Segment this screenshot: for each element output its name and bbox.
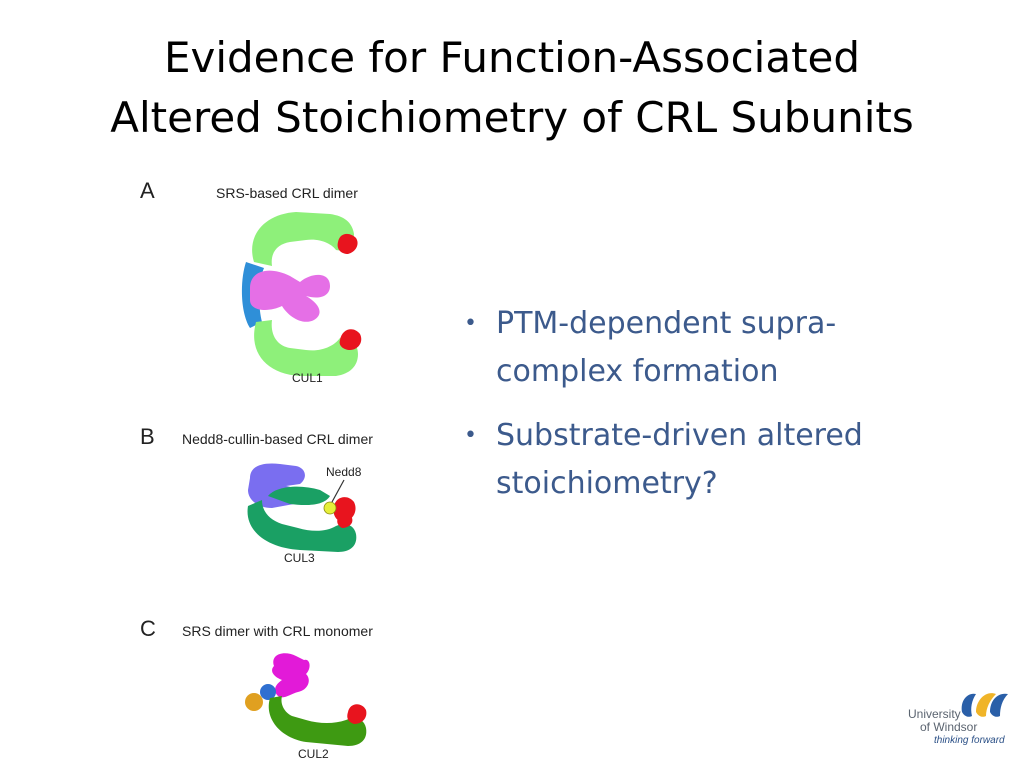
bullet-text-line: Substrate-driven altered	[496, 418, 863, 453]
panel-b: B Nedd8-cullin-based CRL dimer Nedd8 CUL…	[140, 424, 373, 565]
title-line-2: Altered Stoichiometry of CRL Subunits	[110, 93, 914, 142]
cullin-dark-green-shape	[247, 500, 357, 552]
panel-c-cullin-label: CUL2	[298, 747, 329, 761]
title-line-1: Evidence for Function-Associated	[163, 33, 861, 82]
logo-swoosh-blue-icon	[961, 693, 976, 717]
rbx-red-upper-shape	[337, 233, 358, 254]
panel-b-caption: Nedd8-cullin-based CRL dimer	[182, 431, 373, 447]
bullet-item: • PTM-dependent supra- complex formation	[458, 300, 978, 396]
slide-title: Evidence for Function-Associated Altered…	[0, 28, 1024, 148]
bullet-dot-icon: •	[464, 423, 477, 448]
cullin-dark-green-upper-shape	[268, 486, 330, 506]
bullet-dot-icon: •	[464, 311, 477, 336]
nedd8-yellow-shape	[323, 501, 337, 515]
panel-a-letter: A	[140, 178, 155, 203]
bullet-list: • PTM-dependent supra- complex formation…	[458, 300, 978, 524]
logo-tagline: thinking forward	[934, 735, 1005, 746]
rbx-red-shape	[347, 704, 367, 724]
panel-a-cullin-label: CUL1	[292, 371, 323, 385]
logo-line-2: of Windsor	[920, 720, 977, 734]
nedd8-callout-label: Nedd8	[326, 465, 362, 479]
university-logo: University of Windsor thinking forward	[908, 693, 1008, 746]
cullin-upper-shape	[252, 212, 354, 266]
bullet-text-line: stoichiometry?	[496, 466, 718, 501]
panel-c-letter: C	[140, 616, 156, 641]
bullet-text-line: complex formation	[496, 354, 779, 389]
panel-a-caption: SRS-based CRL dimer	[216, 185, 358, 201]
logo-swoosh-yellow-icon	[976, 693, 996, 717]
panel-c-caption: SRS dimer with CRL monomer	[182, 623, 373, 639]
srs-pink-shape	[250, 270, 330, 322]
srs-magenta-shape	[272, 653, 310, 698]
bullet-item: • Substrate-driven altered stoichiometry…	[458, 412, 978, 508]
rbx-red-shape	[337, 512, 353, 528]
substrate-orange-shape	[245, 693, 263, 711]
adaptor-blue-shape	[260, 684, 276, 700]
cullin-olive-green-shape	[268, 696, 367, 746]
cullin-lower-shape	[254, 320, 358, 376]
panel-c: C SRS dimer with CRL monomer CUL2	[140, 616, 373, 761]
logo-line-1: University	[908, 707, 961, 721]
logo-swoosh-blue-icon	[990, 693, 1008, 717]
panel-b-letter: B	[140, 424, 155, 449]
bullet-text-line: PTM-dependent supra-	[496, 306, 837, 341]
rbx-red-lower-shape	[339, 329, 362, 350]
panel-b-cullin-label: CUL3	[284, 551, 315, 565]
panel-a: A SRS-based CRL dimer CUL1	[140, 178, 362, 385]
nedd8-callout-line	[331, 479, 345, 503]
